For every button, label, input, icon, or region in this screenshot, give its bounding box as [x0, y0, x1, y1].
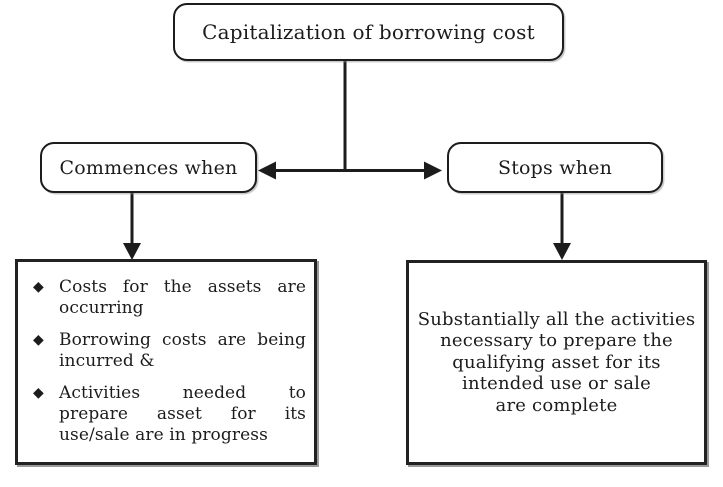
list-item-text: Costs for the assets are occurring	[59, 277, 306, 318]
list-item-text: Activities needed to prepare asset for i…	[59, 383, 306, 445]
list-item-text: Borrowing costs are being incurred &	[59, 330, 306, 371]
node-capitalization-label: Capitalization of borrowing cost	[202, 20, 535, 44]
arrowhead-stops-down-icon	[553, 243, 571, 260]
list-item: ◆ Borrowing costs are being incurred &	[33, 330, 306, 372]
diamond-bullet-icon: ◆	[33, 385, 44, 401]
node-capitalization: Capitalization of borrowing cost	[173, 3, 564, 61]
node-stops-details: Substantially all the activities necessa…	[406, 260, 707, 465]
commences-bullet-list: ◆ Costs for the assets are occurring ◆ B…	[18, 277, 314, 457]
stops-details-text: Substantially all the activities necessa…	[417, 308, 696, 416]
arrowhead-right-icon	[424, 161, 442, 180]
node-stops-label: Stops when	[497, 156, 613, 179]
arrowhead-commences-down-icon	[123, 243, 141, 260]
list-item: ◆ Activities needed to prepare asset for…	[33, 383, 306, 446]
node-stops-when: Stops when	[447, 142, 663, 193]
arrowhead-left-icon	[258, 161, 276, 180]
node-commences-when: Commences when	[40, 142, 257, 193]
list-item: ◆ Costs for the assets are occurring	[33, 277, 306, 319]
diamond-bullet-icon: ◆	[33, 332, 44, 348]
node-commences-details: ◆ Costs for the assets are occurring ◆ B…	[15, 259, 317, 465]
diamond-bullet-icon: ◆	[33, 279, 44, 295]
node-commences-label: Commences when	[59, 156, 238, 179]
